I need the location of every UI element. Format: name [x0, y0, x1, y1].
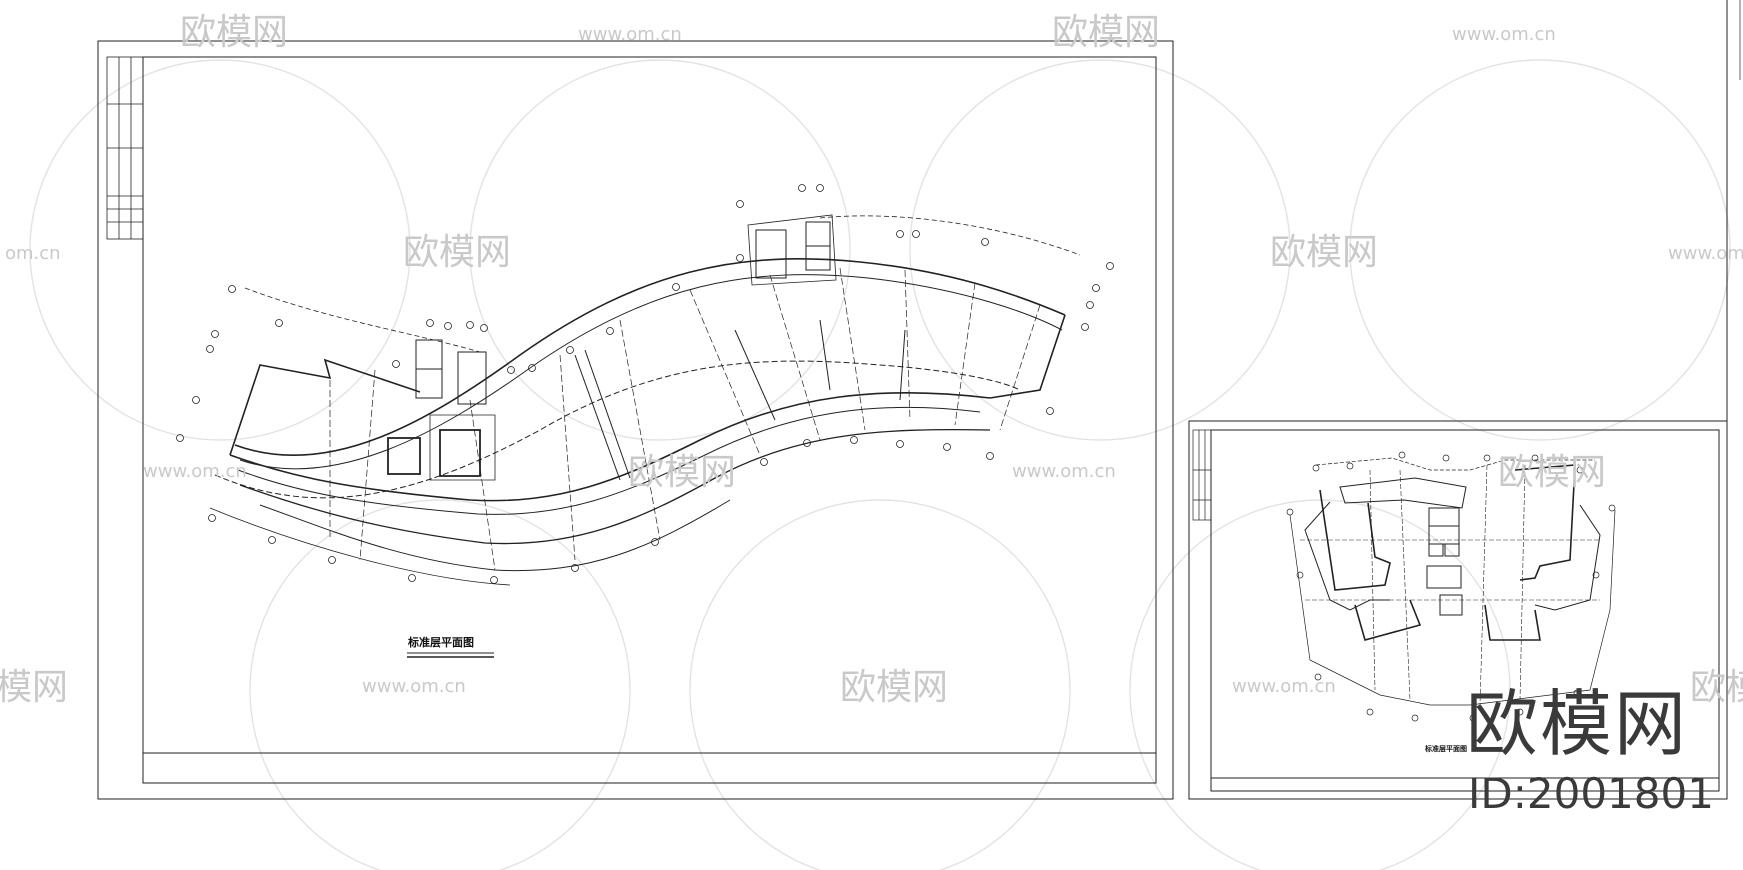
watermark-logo-text: 欧模网	[840, 667, 948, 708]
watermark-url-text: www.om.cn	[143, 461, 247, 482]
plan-wall-north-inner	[239, 274, 1063, 470]
watermark-logo-text: 欧模网	[403, 232, 511, 273]
brand-logo-text: 欧模网	[1466, 682, 1689, 766]
watermark-logo-text: 欧模网	[628, 452, 736, 493]
watermark-logo-text: 欧模网	[1690, 667, 1743, 708]
watermark-logo-text: 欧模网	[0, 667, 68, 708]
butterfly-floor-plan	[1286, 451, 1616, 722]
brand-id-label: ID:2001801	[1468, 769, 1714, 818]
watermark-url-text: www.om.cn	[1452, 24, 1556, 45]
watermark-texts: 欧模网 www.om.cn 欧模网 www.om.cn om.cn 欧模网 欧模…	[0, 12, 1743, 708]
plan-core-west	[387, 339, 496, 481]
plan2-core	[1426, 507, 1463, 616]
plan-balcony-edge	[239, 428, 991, 545]
plan-core-east	[747, 214, 837, 286]
plan-dim-arc-north-east	[819, 215, 1081, 256]
plan-wall-south-outer	[229, 391, 991, 502]
plan2-title: 标准层平面图	[1425, 745, 1467, 753]
left-title-block	[106, 56, 144, 240]
watermark-logo-text: 欧模网	[180, 12, 288, 53]
watermark-url-text: www.om.cn	[1668, 243, 1743, 264]
plan-wall-north-outer	[234, 258, 1066, 457]
plan2-radial-grid	[1300, 464, 1600, 706]
plan-east-end-wall	[989, 314, 1066, 399]
watermark-url-text: www.om.cn	[578, 24, 682, 45]
sheet2-outer-frame	[1188, 420, 1728, 800]
watermark-url-text: om.cn	[5, 243, 61, 264]
plan2-left-wing-upper	[1319, 489, 1391, 591]
plan2-right-wing-mid	[1534, 504, 1601, 611]
plan-grid-bubbles	[176, 184, 1114, 584]
plan-partitions	[574, 319, 906, 481]
watermark-logo-text: 欧模网	[1498, 452, 1606, 493]
watermark-logo-text: 欧模网	[1052, 12, 1160, 53]
curved-floor-plan	[176, 184, 1114, 586]
plan2-right-wing-lower	[1484, 604, 1541, 641]
plan2-grid-bubbles	[1286, 451, 1616, 722]
plan2-left-wing-lower	[1354, 599, 1422, 641]
watermark-url-text: www.om.cn	[362, 676, 466, 697]
watermark-url-text: www.om.cn	[1232, 676, 1336, 697]
drawing-sheet-main	[97, 40, 1174, 800]
plan-dim-arc-south	[209, 507, 511, 586]
plan2-left-wing-mid	[1304, 501, 1390, 611]
plan-corridor-line	[214, 360, 1021, 499]
watermark-logo-text: 欧模网	[1270, 232, 1378, 273]
watermark-layer	[29, 59, 1731, 870]
sheet2-inner-frame	[1210, 429, 1720, 792]
plan-title: 标准层平面图	[408, 636, 474, 649]
watermark-url-text: www.om.cn	[1012, 461, 1116, 482]
plan-wall-south-inner	[237, 406, 981, 515]
sheet2-left-title-block	[1192, 429, 1212, 521]
plan-west-wing-wall	[229, 358, 421, 456]
plan-radial-grid	[329, 267, 1041, 571]
plan2-right-wing-upper	[1514, 464, 1576, 581]
watermark-arcs	[29, 59, 1731, 870]
sheet-inner-frame	[142, 56, 1157, 784]
plan-dim-arc-north-west	[244, 287, 481, 353]
sheet-outer-frame	[97, 40, 1174, 800]
drawing-sheet-secondary	[1188, 0, 1741, 800]
